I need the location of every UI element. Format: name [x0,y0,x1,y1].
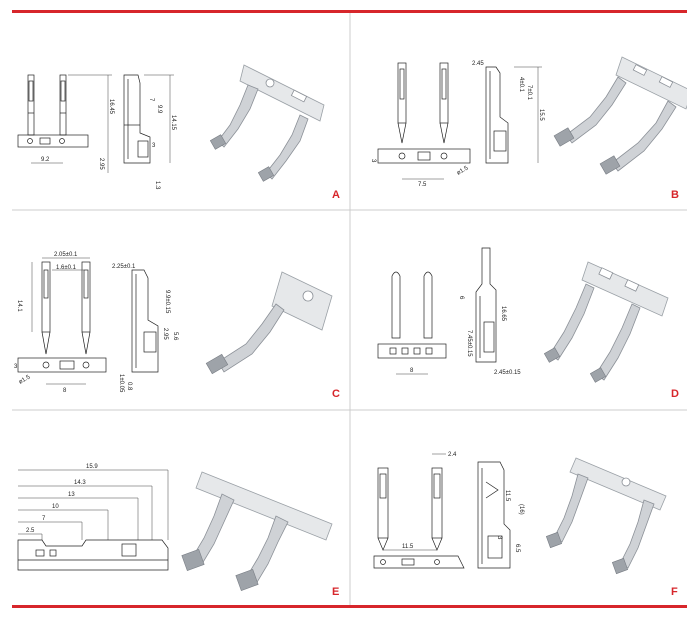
dim-d-5: 2.45±0.15 [494,370,521,376]
terminal-front-view [377,271,447,359]
dim-e-4: 10 [52,504,59,510]
panel-a-drawing: 9.2 16.45 2.95 14.15 9.9 7 3 1.3 [17,64,325,190]
dim-c-2: 1.6±0.1 [56,265,77,271]
dim-b-7: 15.5 [538,109,544,121]
terminal-front-view [17,74,89,148]
terminal-side-view [475,247,497,363]
terminal-side-view [477,461,511,569]
dim-c-8: 3 [14,364,18,370]
terminal-front-view [17,261,107,373]
panel-d: 8 6 16.65 7.45±0.15 2.45±0.15 D [350,212,687,410]
panel-e-label: E [332,586,340,598]
dimension-ladder [18,469,169,540]
bottom-rule [12,605,687,608]
panel-c: 2.05±0.1 1.6±0.1 14.1 3 ø1.5 8 2.25±0.1 … [12,212,350,410]
dim-a-1: 9.2 [41,157,50,163]
dim-d-1: 6 [458,296,464,300]
terminal-3d-render [209,64,325,182]
panel-b-label: B [671,189,679,201]
panel-f-drawing: 2.4 11.5 (16) 3 6.5 11.5 [373,452,667,575]
panel-a-label: A [332,189,340,201]
dim-b-4: ø1.5 [456,165,470,177]
terminal-front-view [377,62,471,164]
dim-b-1: 2.45 [472,61,484,67]
dim-a-3: 16.45 [108,99,114,115]
panel-f: 2.4 11.5 (16) 3 6.5 11.5 F [350,412,687,605]
dim-a-6: 7 [148,98,154,102]
dim-a-4: 14.15 [170,115,176,131]
dim-c-5: 9.9±0.15 [164,290,170,314]
terminal-3d-render [553,56,687,175]
dim-c-9: ø1.5 [18,374,32,386]
dim-c-3: 2.25±0.1 [112,264,136,270]
panel-c-label: C [332,388,340,400]
dim-a-8: 1.3 [154,181,160,190]
dim-c-7: 2.95 [162,328,168,340]
dim-e-5: 7 [42,516,46,522]
terminal-3d-render [205,271,333,375]
dim-b-3: 3 [370,159,376,163]
dim-d-3: 7.45±0.15 [466,330,472,357]
dim-f-4: 3 [496,536,502,540]
dim-e-3: 13 [68,492,75,498]
dim-a-2: 2.95 [98,158,104,170]
dim-e-6: 2.5 [26,528,35,534]
dim-b-2: 7.5 [418,182,427,188]
dim-d-2: 16.65 [500,306,506,322]
dim-d-4: 8 [410,368,414,374]
dim-f-1: 2.4 [448,452,457,458]
dim-f-5: 6.5 [514,544,520,553]
terminal-3d-render [181,471,333,591]
dim-f-3: (16) [518,504,524,515]
panel-d-drawing: 8 6 16.65 7.45±0.15 2.45±0.15 [377,247,669,383]
terminal-3d-render [543,261,669,383]
panel-b-drawing: 7.5 3 ø1.5 2.45 15.5 4±0.1 7±0.1 [370,56,687,188]
dim-a-7: 3 [152,143,156,149]
dim-f-6: 11.5 [504,490,510,502]
top-rule [12,10,687,13]
terminal-front-view [373,467,465,569]
panel-d-label: D [671,388,679,400]
dim-b-6: 7±0.1 [526,85,532,101]
panel-e-drawing: 15.9 14.3 13 10 7 2.5 [17,464,333,591]
dim-c-12: 0.8 [126,382,132,391]
terminal-3d-render [545,457,667,575]
dim-b-5: 4±0.1 [518,77,524,93]
dim-c-4: 14.1 [16,300,22,312]
dim-c-11: 1±0.05 [118,374,124,393]
terminal-side-view [17,539,169,571]
dim-e-2: 14.3 [74,480,86,486]
panel-c-drawing: 2.05±0.1 1.6±0.1 14.1 3 ø1.5 8 2.25±0.1 … [14,252,333,394]
terminal-side-view [485,66,509,164]
terminal-side-view [131,269,159,373]
dim-f-2: 11.5 [402,544,414,550]
terminal-side-view [123,74,151,164]
panel-a: 9.2 16.45 2.95 14.15 9.9 7 3 1.3 A [12,13,350,210]
panel-f-label: F [671,586,678,598]
dim-e-1: 15.9 [86,464,98,470]
dim-c-6: 5.6 [172,332,178,341]
panel-b: 7.5 3 ø1.5 2.45 15.5 4±0.1 7±0.1 B [350,13,687,210]
dim-c-10: 8 [63,388,67,394]
panel-e: 15.9 14.3 13 10 7 2.5 E [12,412,350,605]
dim-c-1: 2.05±0.1 [54,252,78,258]
dim-a-5: 9.9 [156,105,162,114]
